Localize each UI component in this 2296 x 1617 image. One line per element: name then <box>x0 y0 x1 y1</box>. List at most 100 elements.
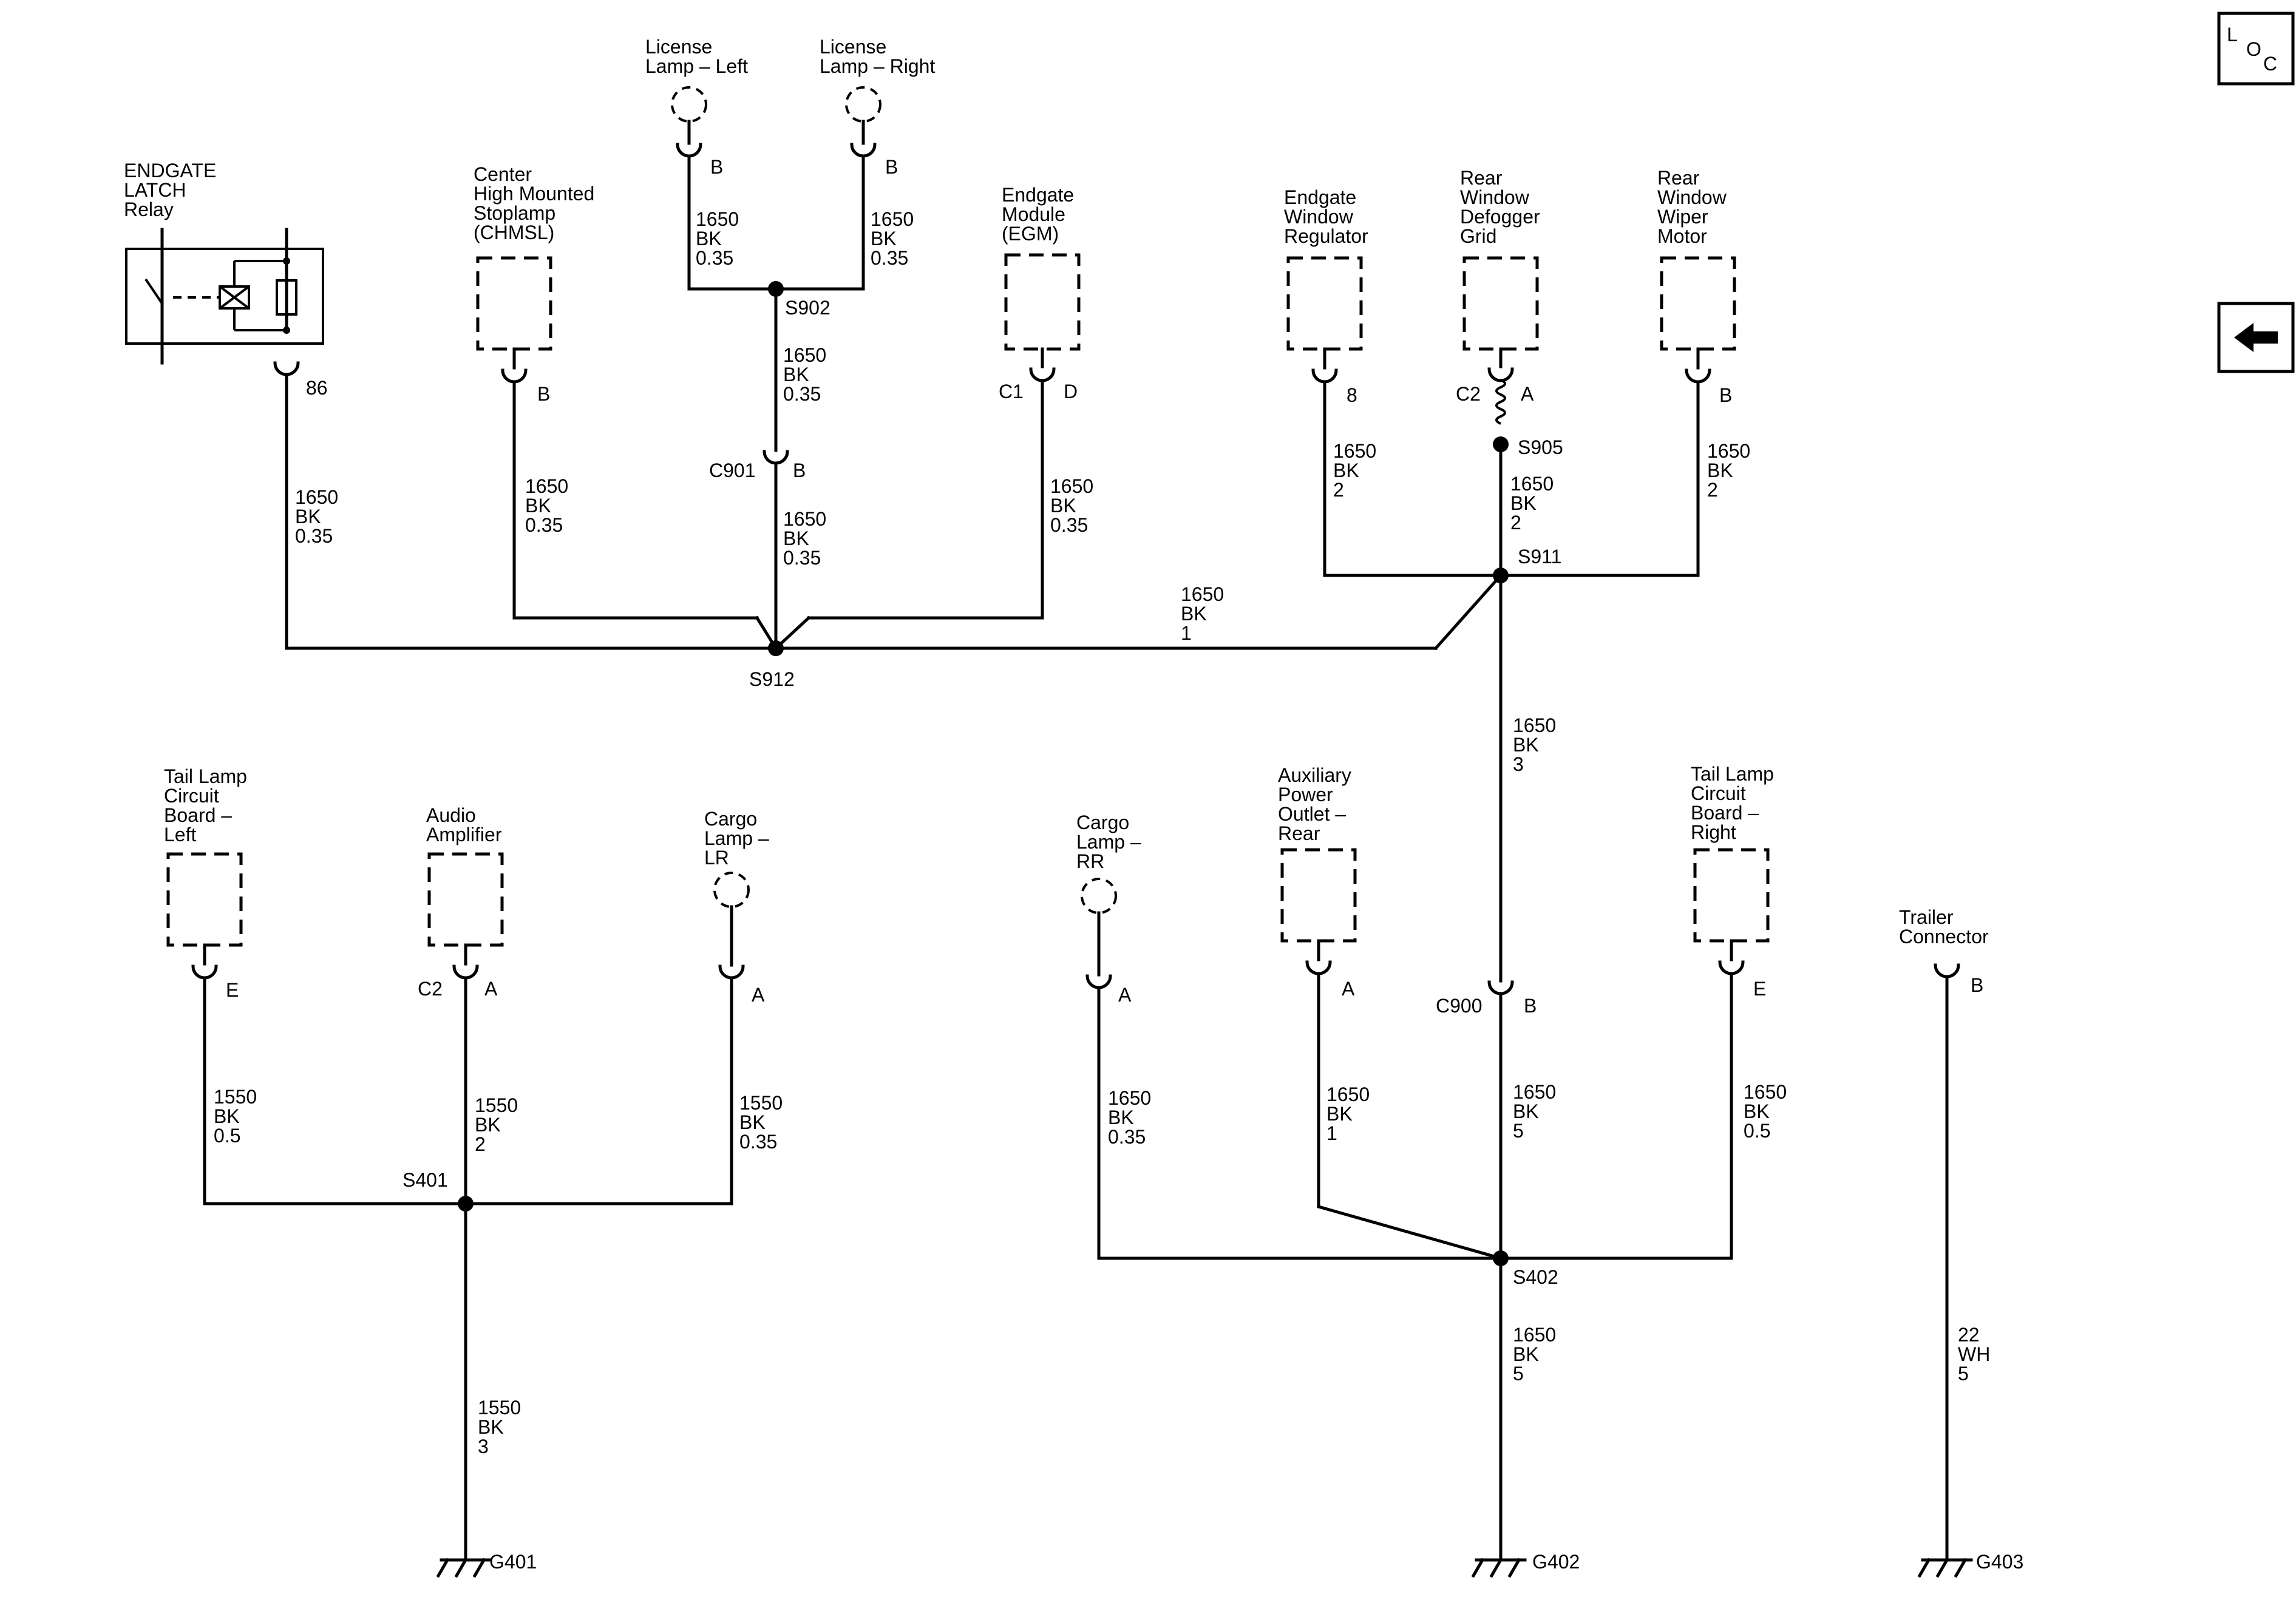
splice-s911-label: S911 <box>1518 546 1561 568</box>
wire-relay-num: 1650 <box>295 486 338 508</box>
lic-left-label-2: Lamp – Left <box>645 55 748 77</box>
wire-licl-num: 1650 <box>696 208 739 230</box>
back-button[interactable] <box>2217 302 2295 373</box>
wire-egm-color: BK <box>1050 495 1076 517</box>
license-lamp-left: License Lamp – Left B <box>645 36 748 178</box>
license-lamp-right: License Lamp – Right B <box>820 36 935 178</box>
coil-pigtail-icon <box>1495 379 1506 425</box>
relay-label-2: LATCH <box>124 179 186 201</box>
wire-s912-size: 1 <box>1181 622 1192 644</box>
wire-audio-num: 1550 <box>475 1094 518 1116</box>
wire-label-tl-right: 1650 BK 0.5 <box>1744 1081 1787 1142</box>
wiper-label-3: Wiper <box>1657 206 1708 228</box>
endgate-window-regulator: Endgate Window Regulator 8 <box>1284 186 1368 406</box>
lic-right-label-1: License <box>820 36 886 58</box>
wire-trailer-size: 5 <box>1958 1363 1969 1385</box>
endgate-latch-relay: ENDGATE LATCH Relay 86 <box>124 160 328 399</box>
wire-s911-num: 1650 <box>1513 714 1556 736</box>
wire-s905-size: 2 <box>1510 512 1521 534</box>
wire-clr-num: 1550 <box>739 1092 783 1114</box>
wire-tll-color: BK <box>214 1105 240 1127</box>
wire-label-chmsl: 1650 BK 0.35 <box>525 475 568 536</box>
aux-label-2: Power <box>1278 784 1333 805</box>
cargo-lr-pin: A <box>752 984 765 1006</box>
aux-pin: A <box>1342 978 1355 1000</box>
wire-label-s902-c901: 1650 BK 0.35 <box>783 344 826 405</box>
splice-s402-label: S402 <box>1513 1266 1558 1288</box>
tail-lamp-left: Tail Lamp Circuit Board – Left E <box>164 765 247 1001</box>
wiper-label-2: Window <box>1657 186 1727 208</box>
wire-label-s912-s911: 1650 BK 1 <box>1181 583 1224 644</box>
trailer-pin: B <box>1971 974 1983 996</box>
loc-button[interactable]: L O C <box>2217 12 2295 86</box>
wire-s902-size: 0.35 <box>783 383 821 405</box>
relay-label-1: ENDGATE <box>124 160 216 181</box>
wire-egm-size: 0.35 <box>1050 514 1088 536</box>
cargo-lr-label-2: Lamp – <box>704 827 769 849</box>
cargo-rr-pin: A <box>1118 984 1132 1006</box>
relay-pin: 86 <box>306 377 328 399</box>
trailer-label-1: Trailer <box>1899 906 1954 928</box>
cargo-rr-label-2: Lamp – <box>1076 831 1141 853</box>
wire-s905-num: 1650 <box>1510 473 1554 495</box>
wire-trailer-color: WH <box>1958 1343 1990 1365</box>
egm-label-3: (EGM) <box>1002 223 1059 245</box>
wire-label-wiper: 1650 BK 2 <box>1707 440 1750 501</box>
tlr-label-3: Board – <box>1691 802 1759 824</box>
tll-label-3: Board – <box>164 804 232 826</box>
egm-label-1: Endgate <box>1002 184 1074 206</box>
cargo-rr-label-3: RR <box>1076 850 1104 872</box>
tlr-label-4: Right <box>1691 821 1736 843</box>
cargo-lr-label-1: Cargo <box>704 808 757 830</box>
audio-label-2: Amplifier <box>426 824 502 846</box>
wire-label-c901-s912: 1650 BK 0.35 <box>783 508 826 569</box>
tll-pin: E <box>226 979 239 1001</box>
wire-s401-color: BK <box>478 1416 504 1438</box>
wire-label-aux: 1650 BK 1 <box>1326 1083 1370 1144</box>
g401-label: G401 <box>489 1551 537 1573</box>
wire-label-lic-right: 1650 BK 0.35 <box>871 208 914 269</box>
wire-c901-color: BK <box>783 527 809 549</box>
wire-c901-num: 1650 <box>783 508 826 530</box>
wire-s402-num: 1650 <box>1513 1324 1556 1346</box>
tlr-label-2: Circuit <box>1691 782 1746 804</box>
wire-s911-color: BK <box>1513 734 1539 756</box>
loc-letter-c: C <box>2263 53 2277 75</box>
aux-label-1: Auxiliary <box>1278 764 1351 786</box>
trailer-label-2: Connector <box>1899 926 1989 947</box>
wire-audio-size: 2 <box>475 1133 486 1155</box>
lic-left-pin: B <box>710 156 723 178</box>
wire-label-s401-g401: 1550 BK 3 <box>478 1397 521 1457</box>
aux-power-outlet: Auxiliary Power Outlet – Rear A <box>1278 764 1357 1000</box>
egm-pin: D <box>1064 381 1078 402</box>
defog-label-4: Grid <box>1460 225 1496 247</box>
wire-licl-size: 0.35 <box>696 247 733 269</box>
audio-label-1: Audio <box>426 804 476 826</box>
wire-s911-size: 3 <box>1513 753 1524 775</box>
wire-c900-num: 1650 <box>1513 1081 1556 1103</box>
wire-chmsl-num: 1650 <box>525 475 568 497</box>
wire-crr-size: 0.35 <box>1108 1126 1146 1148</box>
splice-s902-label: S902 <box>785 297 830 319</box>
wire-c900-size: 5 <box>1513 1120 1524 1142</box>
trailer-connector: Trailer Connector B <box>1899 906 1989 996</box>
wire-c901-size: 0.35 <box>783 547 821 569</box>
cargo-rr-label-1: Cargo <box>1076 812 1129 833</box>
wire-licr-size: 0.35 <box>871 247 908 269</box>
splice-s902 <box>768 281 784 297</box>
wire-relay-color: BK <box>295 506 321 527</box>
tlr-label-1: Tail Lamp <box>1691 763 1774 785</box>
ground-g401: G401 <box>436 1549 537 1578</box>
wire-tlr-color: BK <box>1744 1100 1770 1122</box>
splice-s912 <box>768 640 784 656</box>
ewr-label-1: Endgate <box>1284 186 1356 208</box>
splice-s911 <box>1493 568 1509 583</box>
left-arrow-icon <box>2234 323 2278 352</box>
splice-s401-label: S401 <box>402 1169 448 1191</box>
wire-label-ewr: 1650 BK 2 <box>1333 440 1376 501</box>
splice-s401 <box>458 1196 474 1212</box>
cargo-lr-label-3: LR <box>704 847 729 869</box>
aux-label-4: Rear <box>1278 822 1320 844</box>
c901-name: C901 <box>709 459 756 481</box>
splice-s905-label: S905 <box>1518 436 1563 458</box>
